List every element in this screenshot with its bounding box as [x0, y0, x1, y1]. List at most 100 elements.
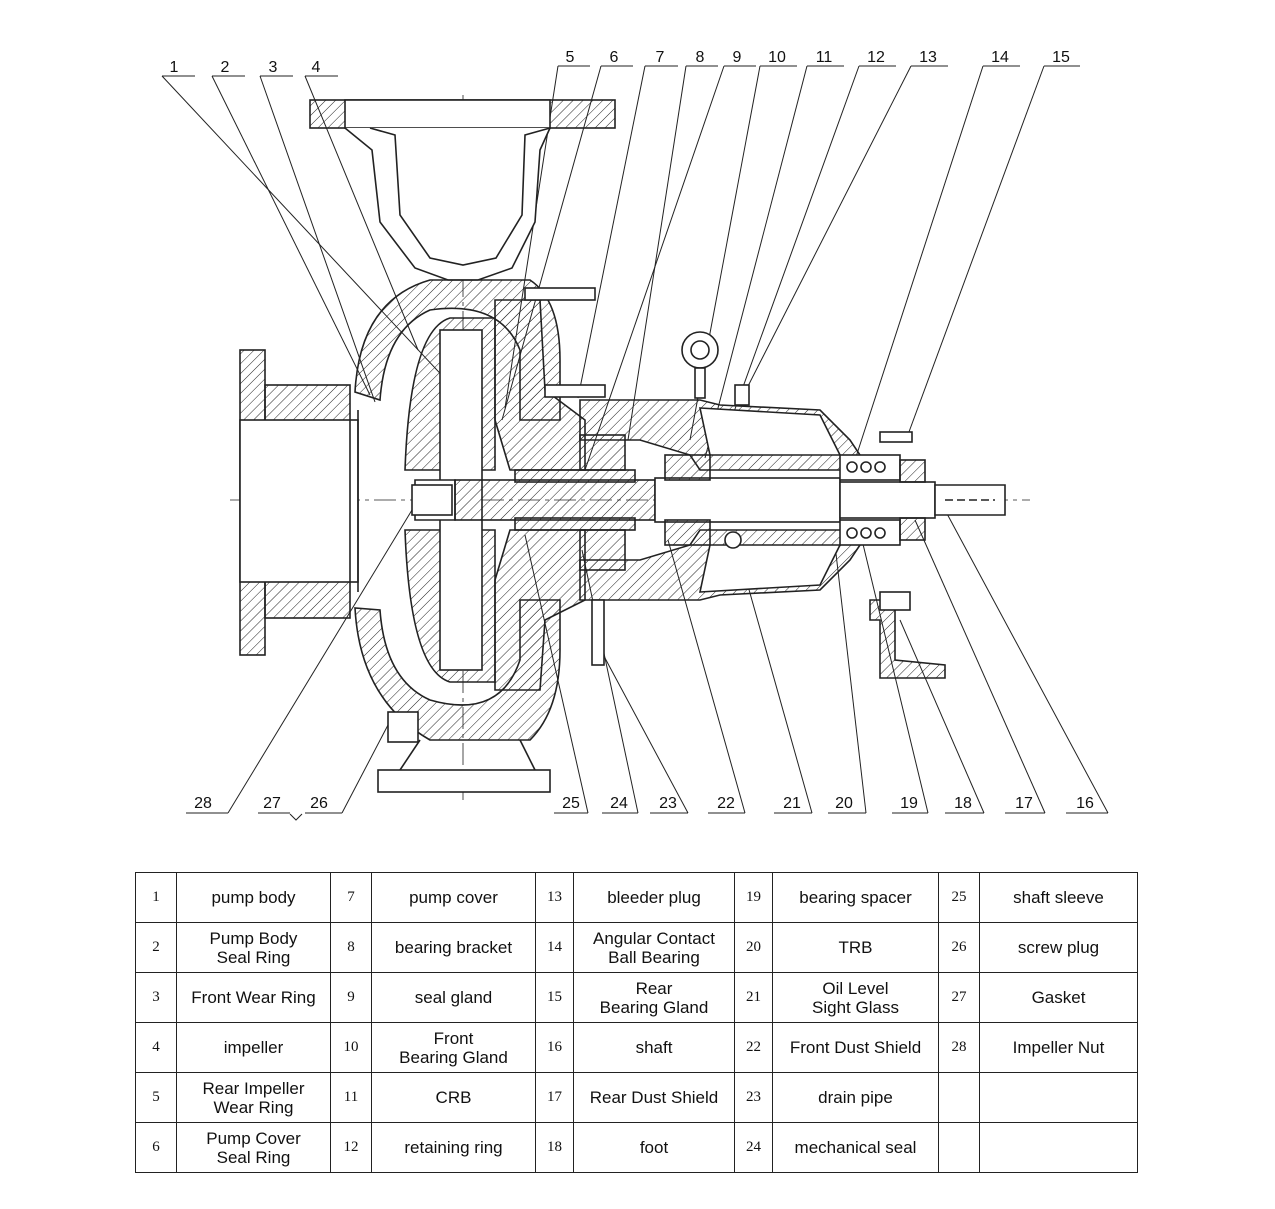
- impeller-nut: [411, 484, 453, 516]
- part-number: 16: [535, 1022, 574, 1073]
- callout-label-19: 19: [900, 795, 918, 812]
- part-number: 20: [734, 922, 773, 973]
- callout-label-6: 6: [610, 49, 619, 66]
- pump-cover: [494, 299, 586, 691]
- callout-tick-27: [289, 813, 303, 821]
- callout-leader-15: [905, 65, 1045, 441]
- callout-label-10: 10: [768, 49, 786, 66]
- part-number: 10: [330, 1022, 372, 1073]
- callout-leader-11: [704, 65, 808, 459]
- part-number: 24: [734, 1122, 773, 1173]
- part-number: 17: [535, 1072, 574, 1123]
- part-name: Rear Bearing Gland: [573, 972, 735, 1023]
- callout-label-20: 20: [835, 795, 853, 812]
- part-name: retaining ring: [371, 1122, 536, 1173]
- callout-label-5: 5: [566, 49, 575, 66]
- callout-label-3: 3: [269, 59, 278, 76]
- part-name: Oil Level Sight Glass: [772, 972, 939, 1023]
- suction-nozzle: [239, 349, 359, 656]
- part-name: screw plug: [979, 922, 1138, 973]
- part-name: Pump Body Seal Ring: [176, 922, 331, 973]
- part-name: Rear Impeller Wear Ring: [176, 1072, 331, 1123]
- part-number: 4: [135, 1022, 177, 1073]
- pump-assembly: [230, 95, 1030, 800]
- part-number: 8: [330, 922, 372, 973]
- part-name: pump cover: [371, 872, 536, 923]
- part-number: 28: [938, 1022, 980, 1073]
- callout-label-2: 2: [221, 59, 230, 76]
- part-number: 27: [938, 972, 980, 1023]
- callout-leader-14: [854, 65, 984, 461]
- callout-leader-7: [577, 65, 646, 399]
- callout-label-22: 22: [717, 795, 735, 812]
- part-name: shaft sleeve: [979, 872, 1138, 923]
- part-name: pump body: [176, 872, 331, 923]
- callout-label-13: 13: [919, 49, 937, 66]
- part-name: Front Dust Shield: [772, 1022, 939, 1073]
- callout-label-14: 14: [991, 49, 1009, 66]
- callout-label-8: 8: [696, 49, 705, 66]
- bolts: [387, 287, 913, 743]
- part-number: 25: [938, 872, 980, 923]
- part-number: 2: [135, 922, 177, 973]
- callout-label-1: 1: [170, 59, 179, 76]
- part-name: seal gland: [371, 972, 536, 1023]
- shaft: [454, 477, 1006, 523]
- callout-label-4: 4: [312, 59, 321, 76]
- part-number: [938, 1072, 980, 1123]
- part-name: bearing bracket: [371, 922, 536, 973]
- callout-label-7: 7: [656, 49, 665, 66]
- part-name: [979, 1072, 1138, 1123]
- callout-label-11: 11: [816, 49, 833, 66]
- part-number: 18: [535, 1122, 574, 1173]
- part-number: 19: [734, 872, 773, 923]
- callout-label-12: 12: [867, 49, 885, 66]
- part-name: Gasket: [979, 972, 1138, 1023]
- callout-label-18: 18: [954, 795, 972, 812]
- callout-leader-12: [721, 65, 860, 446]
- part-number: 13: [535, 872, 574, 923]
- part-number: 21: [734, 972, 773, 1023]
- callout-leader-18: [899, 619, 985, 814]
- callout-label-16: 16: [1076, 795, 1094, 812]
- part-number: 23: [734, 1072, 773, 1123]
- callout-leader-16: [944, 509, 1109, 814]
- callout-label-27: 27: [263, 795, 281, 812]
- callout-leader-23: [597, 644, 689, 814]
- mechanical-seal: [514, 434, 636, 571]
- callout-label-17: 17: [1015, 795, 1033, 812]
- part-number: 14: [535, 922, 574, 973]
- part-name: Front Bearing Gland: [371, 1022, 536, 1073]
- callout-leader-13: [744, 65, 912, 393]
- callout-leader-1: [161, 75, 466, 401]
- part-name: mechanical seal: [772, 1122, 939, 1173]
- part-name: Angular Contact Ball Bearing: [573, 922, 735, 973]
- callout-leader-28: [227, 509, 413, 814]
- discharge-nozzle: [309, 99, 616, 281]
- part-name: impeller: [176, 1022, 331, 1073]
- part-number: 15: [535, 972, 574, 1023]
- part-number: 9: [330, 972, 372, 1023]
- part-number: 11: [330, 1072, 372, 1123]
- part-number: 22: [734, 1022, 773, 1073]
- callout-leader-17: [914, 519, 1046, 814]
- part-name: Impeller Nut: [979, 1022, 1138, 1073]
- part-number: 6: [135, 1122, 177, 1173]
- callout-label-26: 26: [310, 795, 328, 812]
- part-number: [938, 1122, 980, 1173]
- callout-label-24: 24: [610, 795, 628, 812]
- part-number: 3: [135, 972, 177, 1023]
- part-name: Front Wear Ring: [176, 972, 331, 1023]
- part-number: 5: [135, 1072, 177, 1123]
- callout-label-9: 9: [733, 49, 742, 66]
- part-name: Pump Cover Seal Ring: [176, 1122, 331, 1173]
- callout-leader-26: [341, 724, 389, 814]
- part-number: 12: [330, 1122, 372, 1173]
